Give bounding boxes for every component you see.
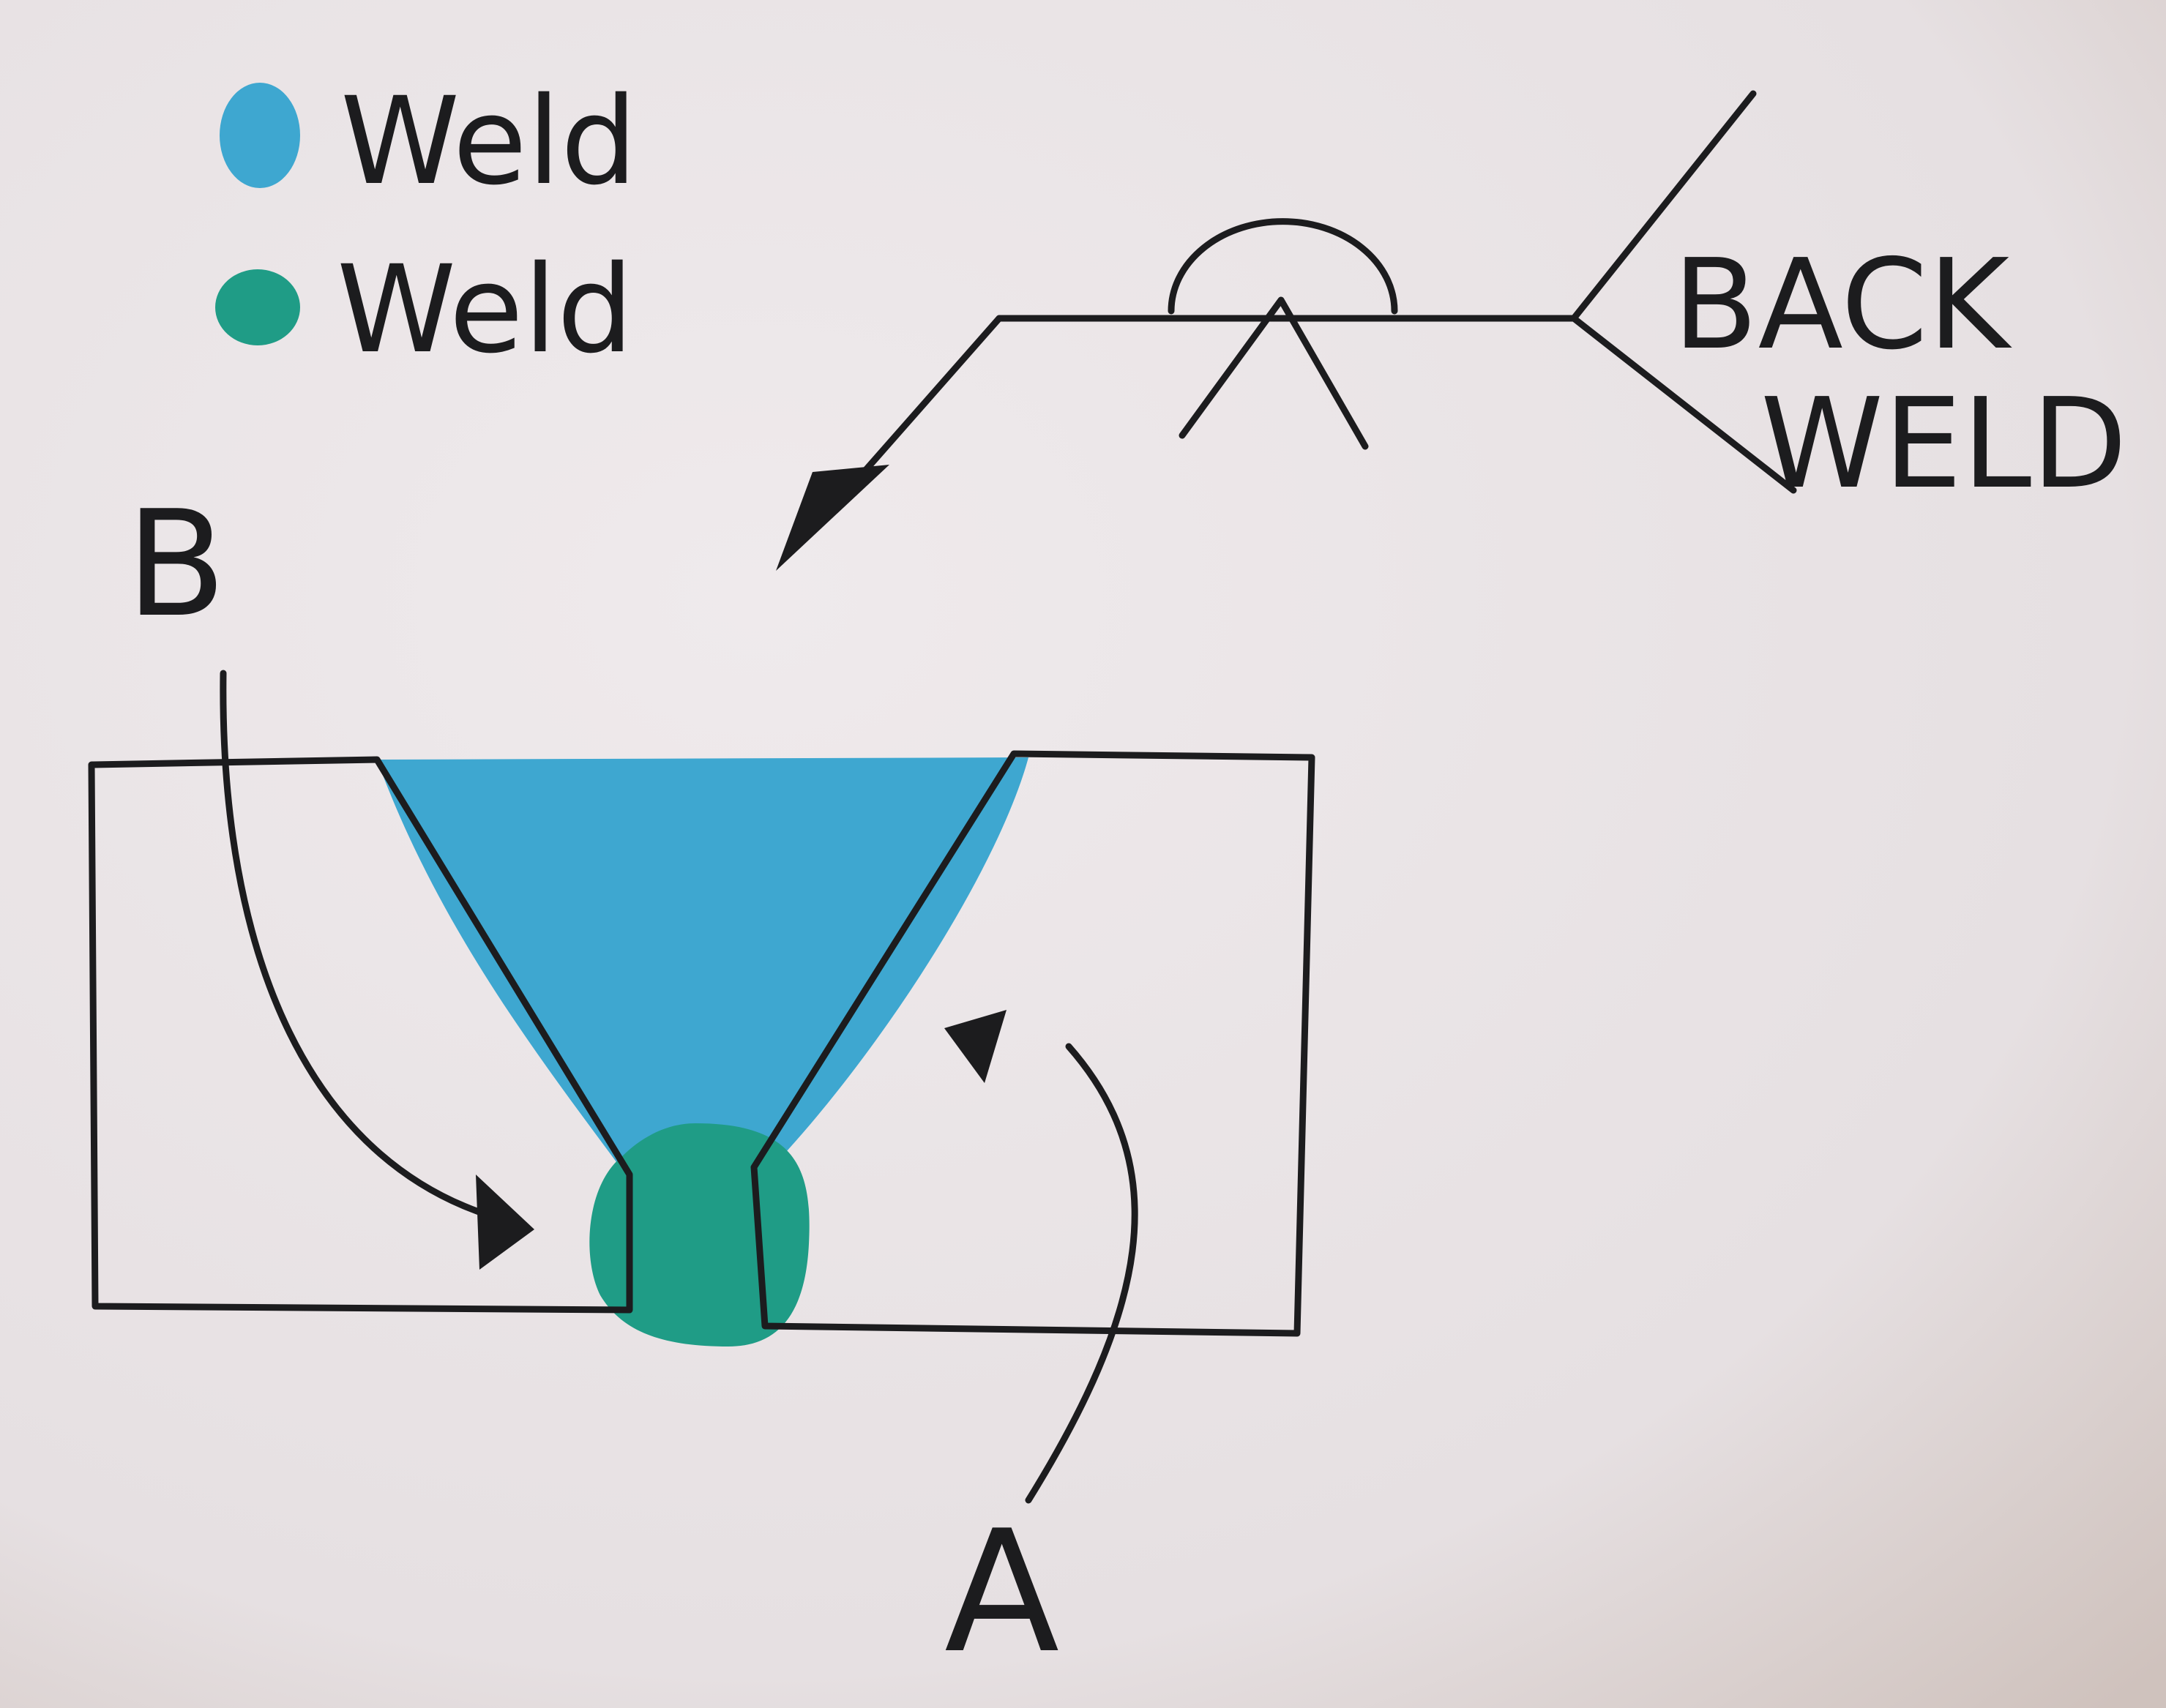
leader-arrowhead [776,465,889,571]
tail-upper [1570,90,1757,322]
tail-text-back: BACK [1673,233,2013,378]
callout-b-arrowhead [476,1175,534,1270]
tail-lower [1570,315,1797,494]
v-groove-symbol [1179,296,1369,450]
callout-a-label: A [944,1495,1059,1690]
welding-symbol: BACK WELD [776,90,2127,571]
legend-groove-weld-swatch [220,83,300,188]
callout-a-arrowhead [944,1010,1007,1083]
legend-label-1: Weld [340,71,638,211]
callout-b-arrow [220,670,516,1226]
tail-text-weld: WELD [1760,372,2127,517]
legend-back-weld-swatch [215,269,300,345]
callout-b-label: B [126,479,226,650]
callout-b: B [126,479,534,1270]
callout-a-arrow [1025,1043,1138,1504]
legend: Weld Weld [215,71,638,380]
joint-cross-section [88,750,1315,1346]
groove-weld-fill [377,757,1028,1182]
legend-label-2: Weld [337,239,634,380]
back-weld-symbol [1168,218,1398,315]
right-plate-outline [750,750,1315,1337]
left-plate-outline [88,756,633,1314]
callout-a: A [944,1010,1138,1690]
